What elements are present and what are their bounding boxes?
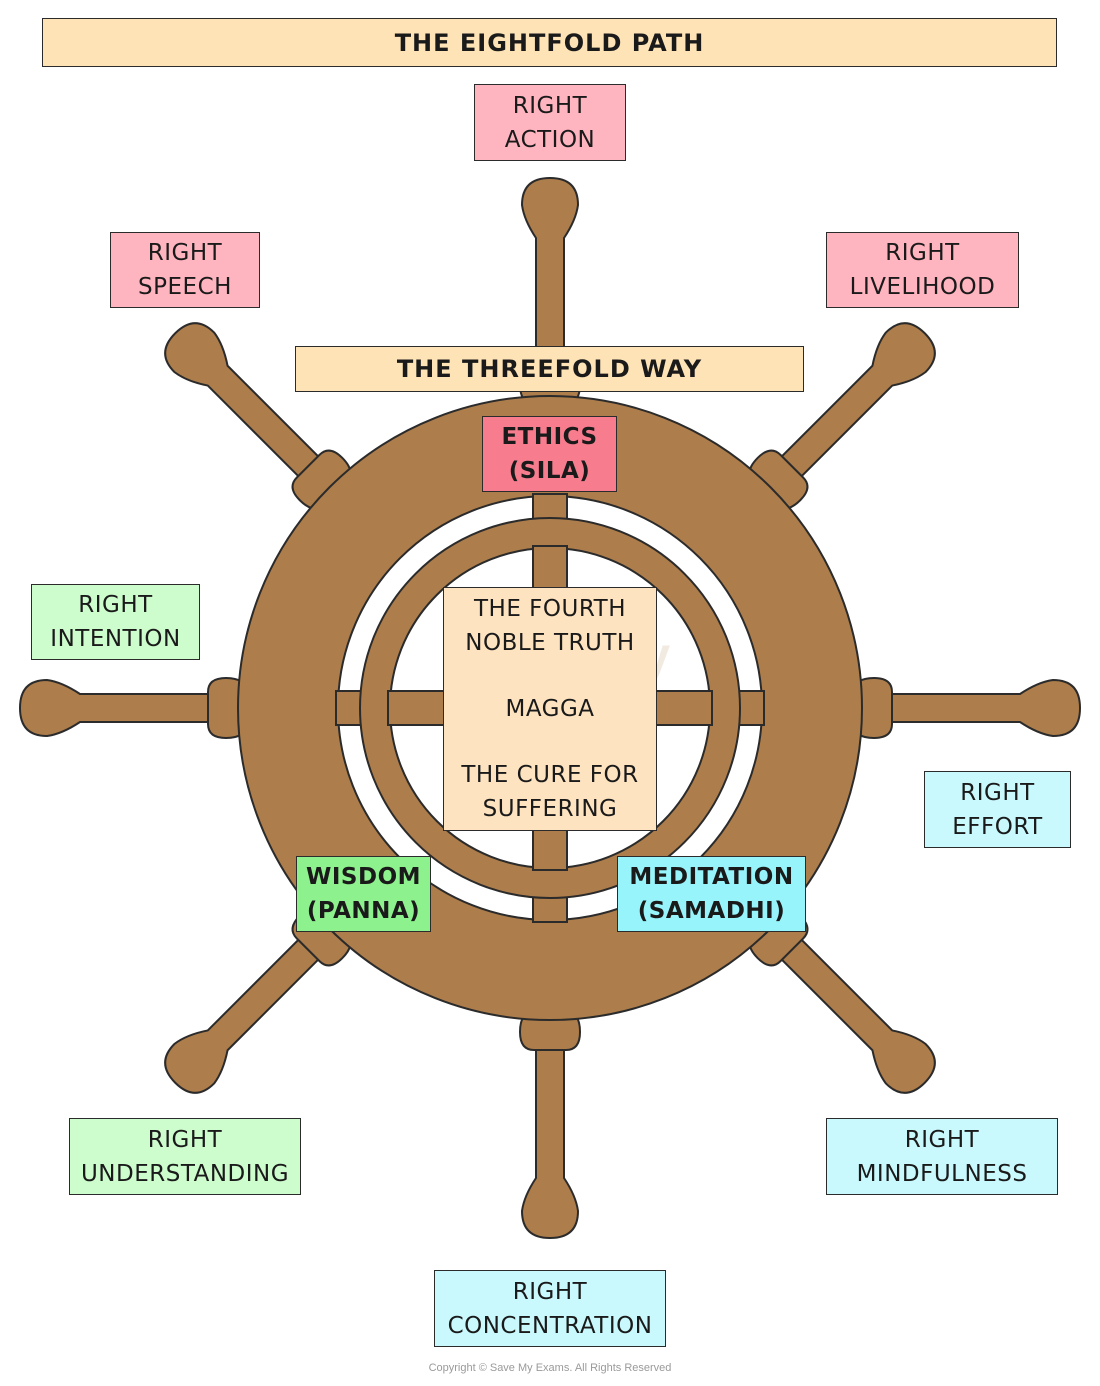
threefold-way-title: THE THREEFOLD WAY (295, 346, 804, 392)
center-magga: MAGGA (505, 696, 595, 722)
handle-top-left-collar (291, 449, 352, 510)
handle-left-collar (207, 677, 247, 739)
right-concentration-line-1: RIGHT (512, 1278, 588, 1305)
wisdom-category-box: WISDOM (PANNA) (296, 856, 431, 932)
wheel-inner-spoke-right (737, 690, 765, 726)
right-mindfulness-line-1: RIGHT (904, 1126, 980, 1153)
right-livelihood-box: RIGHT LIVELIHOOD (826, 232, 1019, 308)
right-effort-line-2: EFFORT (952, 813, 1043, 840)
right-intention-box: RIGHT INTENTION (31, 584, 200, 660)
handle-bottom (519, 975, 581, 1239)
right-livelihood-line-1: RIGHT (885, 240, 960, 266)
right-livelihood-line-2: LIVELIHOOD (849, 274, 996, 300)
right-effort-line-1: RIGHT (960, 779, 1035, 806)
right-mindfulness-line-2: MINDFULNESS (856, 1160, 1028, 1187)
center-line-5: SUFFERING (482, 796, 618, 822)
ethics-sublabel: (SILA) (508, 458, 591, 484)
wheel-inner-spoke-left (335, 690, 363, 726)
meditation-label: MEDITATION (629, 864, 794, 890)
right-effort-box: RIGHT EFFORT (924, 771, 1071, 848)
wheel-inner-spoke-top (532, 493, 568, 521)
center-line-1: THE FOURTH (473, 596, 626, 622)
right-action-box: RIGHT ACTION (474, 84, 626, 161)
handle-top-right (728, 322, 936, 530)
right-concentration-line-2: CONCENTRATION (447, 1312, 653, 1339)
meditation-category-box: MEDITATION (SAMADHI) (617, 856, 806, 932)
center-line-2: NOBLE TRUTH (465, 630, 635, 656)
right-action-line-1: RIGHT (512, 92, 588, 119)
handle-right-collar (853, 677, 893, 739)
right-understanding-box: RIGHT UNDERSTANDING (69, 1118, 301, 1195)
right-concentration-box: RIGHT CONCENTRATION (434, 1270, 666, 1347)
threefold-way-title-text: THE THREEFOLD WAY (396, 355, 703, 383)
right-understanding-line-1: RIGHT (147, 1126, 223, 1153)
right-speech-line-1: RIGHT (147, 240, 223, 266)
wheel-inner-spoke-bottom (532, 895, 568, 923)
handle-top-right-collar (748, 449, 809, 510)
right-intention-line-2: INTENTION (50, 626, 181, 652)
eightfold-path-title-text: THE EIGHTFOLD PATH (394, 28, 705, 57)
wisdom-label: WISDOM (305, 864, 422, 890)
ethics-label: ETHICS (501, 424, 598, 450)
center-line-4: THE CURE FOR (461, 762, 639, 788)
wheel-handles (19, 177, 1081, 1239)
fourth-noble-truth-panel: THE FOURTH NOBLE TRUTH MAGGA THE CURE FO… (443, 587, 657, 831)
right-intention-line-1: RIGHT (78, 592, 153, 618)
right-speech-box: RIGHT SPEECH (110, 232, 260, 308)
copyright-footer: Copyright © Save My Exams. All Rights Re… (428, 1362, 672, 1374)
right-mindfulness-box: RIGHT MINDFULNESS (826, 1118, 1058, 1195)
handle-top-left (164, 322, 372, 530)
meditation-sublabel: (SAMADHI) (637, 898, 786, 924)
ethics-category-box: ETHICS (SILA) (482, 416, 617, 492)
eightfold-path-title: THE EIGHTFOLD PATH (42, 18, 1057, 67)
right-action-line-2: ACTION (504, 126, 596, 153)
wisdom-sublabel: (PANNA) (306, 898, 421, 924)
right-speech-line-2: SPEECH (138, 274, 232, 300)
right-understanding-line-2: UNDERSTANDING (80, 1160, 290, 1187)
handle-right (817, 677, 1081, 739)
handle-bottom-collar (519, 1011, 581, 1051)
handle-left (19, 677, 283, 739)
